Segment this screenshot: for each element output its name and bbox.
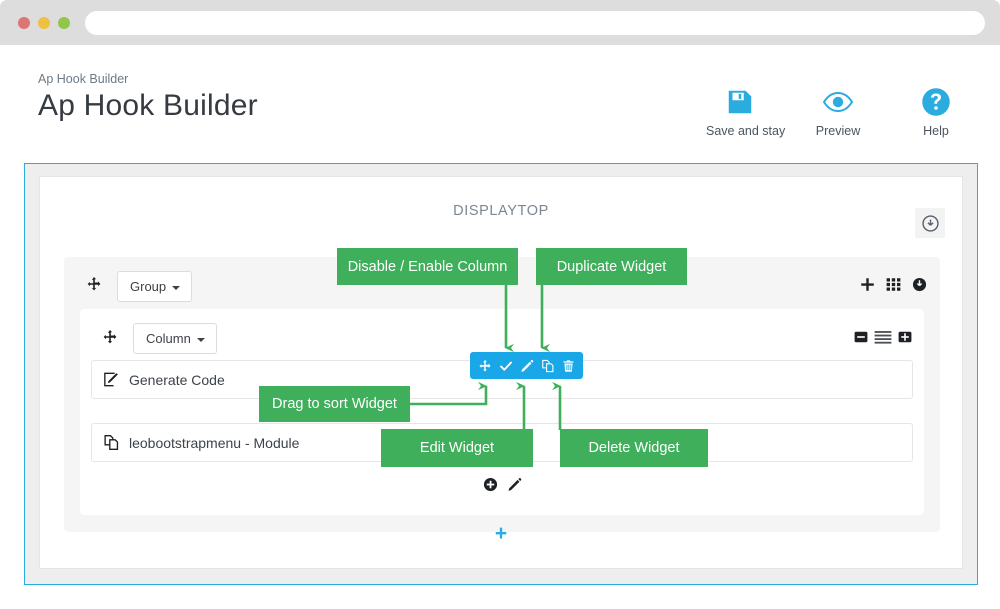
- group-toolbar: Group: [64, 257, 940, 309]
- plus-square-icon[interactable]: [898, 330, 912, 344]
- save-floppy-icon: [706, 84, 774, 120]
- callout-duplicate-widget: Duplicate Widget: [536, 248, 687, 285]
- column-drag-handle-icon[interactable]: [102, 329, 118, 350]
- group-drag-handle-icon[interactable]: [86, 276, 102, 297]
- edit-square-icon: [103, 371, 120, 388]
- toggle-group-power-icon[interactable]: [912, 277, 927, 292]
- column-dropdown-label: Column: [146, 331, 191, 346]
- callout-delete-widget: Delete Widget: [560, 429, 708, 467]
- help-label: Help: [923, 124, 949, 138]
- widget-label: leobootstrapmenu - Module: [129, 434, 300, 451]
- header-actions: Save and stay Preview Help: [706, 84, 970, 138]
- page-title: Ap Hook Builder: [38, 89, 258, 122]
- column-panel: Column: [80, 309, 924, 515]
- duplicate-widget-copy-icon[interactable]: [541, 359, 555, 373]
- column-toolbar: Column: [80, 309, 924, 361]
- add-widget-plus-circle-icon[interactable]: [483, 477, 498, 492]
- group-dropdown-button[interactable]: Group: [117, 271, 193, 302]
- question-circle-icon: [902, 84, 970, 120]
- window-traffic-lights: [18, 17, 70, 29]
- callout-edit-widget: Edit Widget: [381, 429, 533, 467]
- group-dropdown-label: Group: [130, 279, 167, 294]
- arrow-circle-down-icon[interactable]: [915, 208, 945, 238]
- help-button[interactable]: Help: [902, 84, 970, 138]
- widget-action-toolbar: [470, 352, 583, 379]
- hook-builder-container: DISPLAYTOP Group: [24, 163, 978, 585]
- edit-column-pencil-icon[interactable]: [507, 477, 522, 492]
- column-bars-icon[interactable]: [874, 330, 892, 344]
- chevron-down-icon: [196, 337, 205, 342]
- column-tools: [854, 330, 912, 344]
- widget-label: Generate Code: [129, 371, 225, 388]
- minimize-window-button[interactable]: [38, 17, 50, 29]
- page-header: Ap Hook Builder Ap Hook Builder Save and…: [0, 45, 1000, 157]
- maximize-window-button[interactable]: [58, 17, 70, 29]
- address-bar[interactable]: [85, 11, 985, 35]
- save-and-stay-button[interactable]: Save and stay: [706, 84, 786, 138]
- add-group-plus-icon[interactable]: [860, 277, 875, 292]
- add-group-button[interactable]: +: [494, 522, 508, 545]
- group-tools: [860, 277, 927, 292]
- callout-disable-enable-column: Disable / Enable Column: [337, 248, 518, 285]
- close-window-button[interactable]: [18, 17, 30, 29]
- breadcrumb: Ap Hook Builder: [38, 72, 129, 86]
- save-and-stay-label: Save and stay: [706, 124, 786, 138]
- hook-panel: DISPLAYTOP Group: [39, 176, 963, 569]
- eye-icon: [804, 84, 872, 120]
- column-dropdown-button[interactable]: Column: [133, 323, 217, 354]
- group-layout-grid-icon[interactable]: [886, 277, 901, 292]
- browser-chrome: [0, 0, 1000, 45]
- chevron-down-icon: [172, 285, 181, 290]
- hook-name-title: DISPLAYTOP: [453, 203, 549, 219]
- group-panel: Group: [64, 257, 940, 532]
- preview-label: Preview: [815, 124, 861, 138]
- toggle-widget-check-icon[interactable]: [499, 359, 513, 373]
- edit-widget-pencil-icon[interactable]: [520, 359, 534, 373]
- preview-button[interactable]: Preview: [804, 84, 872, 138]
- copy-files-icon: [103, 434, 120, 451]
- drag-widget-arrows-icon[interactable]: [478, 359, 492, 373]
- callout-drag-to-sort-widget: Drag to sort Widget: [259, 386, 410, 422]
- delete-widget-trash-icon[interactable]: [562, 359, 575, 373]
- column-footer-tools: [80, 477, 924, 492]
- minus-square-icon[interactable]: [854, 330, 868, 344]
